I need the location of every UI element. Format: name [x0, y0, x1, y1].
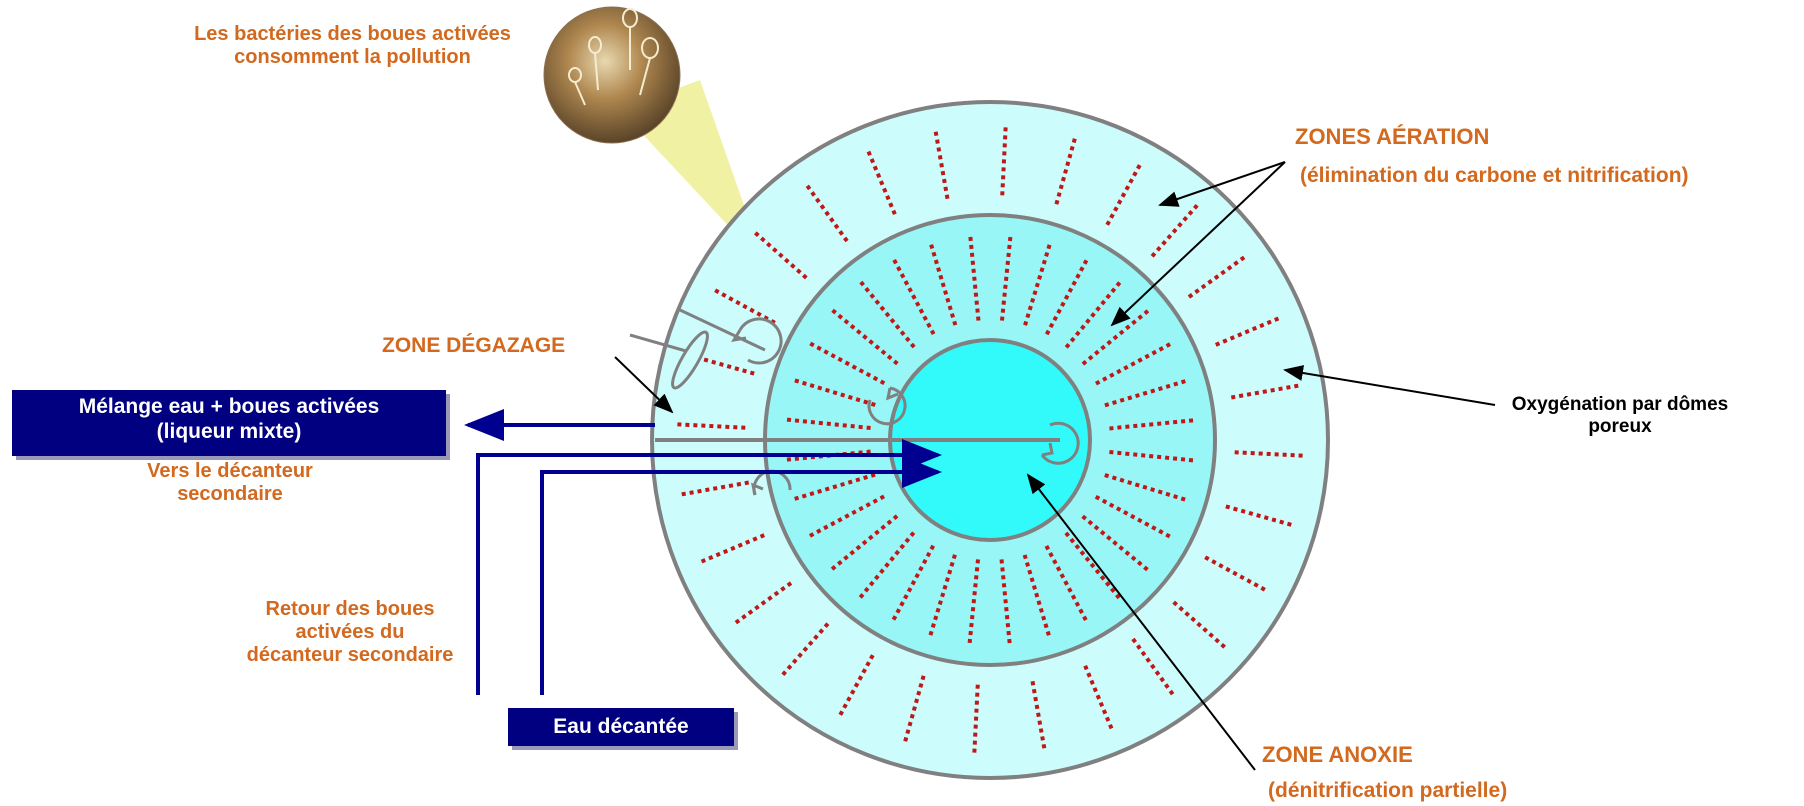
- oxygenation-label: Oxygénation par dômes poreux: [1505, 394, 1735, 438]
- mixed-liquor-line1: Mélange eau + boues activées: [12, 394, 446, 419]
- vers-decanteur-label: Vers le décanteur secondaire: [110, 460, 350, 506]
- bacteria-label: Les bactéries des boues activées consomm…: [185, 23, 520, 69]
- mixed-liquor-line2: (liqueur mixte): [12, 419, 446, 444]
- retour-boues-label: Retour des boues activées du décanteur s…: [245, 598, 455, 667]
- zones-aeration-desc: (élimination du carbone et nitrification…: [1300, 164, 1689, 188]
- zone-degazage-label: ZONE DÉGAZAGE: [382, 334, 565, 358]
- zone-anoxie-label: ZONE ANOXIE: [1262, 742, 1413, 767]
- bacteria-micrograph: [544, 7, 680, 143]
- zone-anoxie-desc: (dénitrification partielle): [1268, 780, 1507, 801]
- mixed-liquor-box: Mélange eau + boues activées (liqueur mi…: [12, 390, 446, 456]
- settled-water-box: Eau décantée: [508, 708, 734, 746]
- zones-aeration-label: ZONES AÉRATION: [1295, 124, 1489, 149]
